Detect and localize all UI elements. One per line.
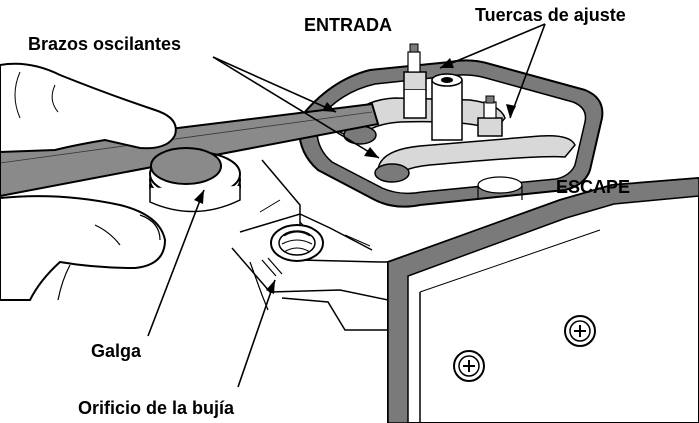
feeler-gauge-pivot bbox=[149, 147, 241, 213]
screw-left-icon bbox=[453, 350, 485, 382]
leader-nut-1 bbox=[439, 23, 546, 69]
leader-nut-2 bbox=[509, 23, 546, 119]
push-rod-guide bbox=[431, 73, 463, 141]
label-feeler-gauge: Galga bbox=[91, 341, 142, 361]
leader-galga bbox=[147, 189, 205, 337]
adjusting-nut-intake-icon bbox=[403, 43, 427, 119]
arrow-galga bbox=[194, 190, 204, 204]
cylinder-head-block bbox=[387, 176, 699, 423]
label-spark-plug-hole: Orificio de la bujía bbox=[78, 398, 235, 418]
arrow-rocker-2 bbox=[364, 147, 379, 158]
leader-hole bbox=[237, 279, 276, 388]
arrow-nut-2 bbox=[506, 104, 516, 118]
label-adjusting-nuts: Tuercas de ajuste bbox=[475, 5, 626, 25]
spring-retainer bbox=[477, 176, 523, 200]
hand bbox=[0, 62, 177, 301]
labels: Brazos oscilantes ENTRADA Tuercas de aju… bbox=[28, 5, 630, 418]
arrow-hole bbox=[266, 280, 275, 294]
arrow-nut-1 bbox=[440, 58, 454, 68]
leader-rocker-2 bbox=[212, 56, 380, 159]
leader-rocker-1 bbox=[212, 56, 337, 113]
arrow-rocker-1 bbox=[322, 102, 336, 112]
arrowheads bbox=[194, 58, 516, 294]
screw-right-icon bbox=[564, 315, 596, 347]
rocker-arm-exhaust bbox=[374, 134, 576, 183]
label-exhaust: ESCAPE bbox=[556, 177, 630, 197]
spark-plug-hole-icon bbox=[261, 224, 324, 277]
adjusting-nut-exhaust-icon bbox=[477, 95, 503, 137]
leader-lines bbox=[147, 23, 546, 388]
label-rocker-arms: Brazos oscilantes bbox=[28, 34, 181, 54]
label-intake: ENTRADA bbox=[304, 15, 392, 35]
